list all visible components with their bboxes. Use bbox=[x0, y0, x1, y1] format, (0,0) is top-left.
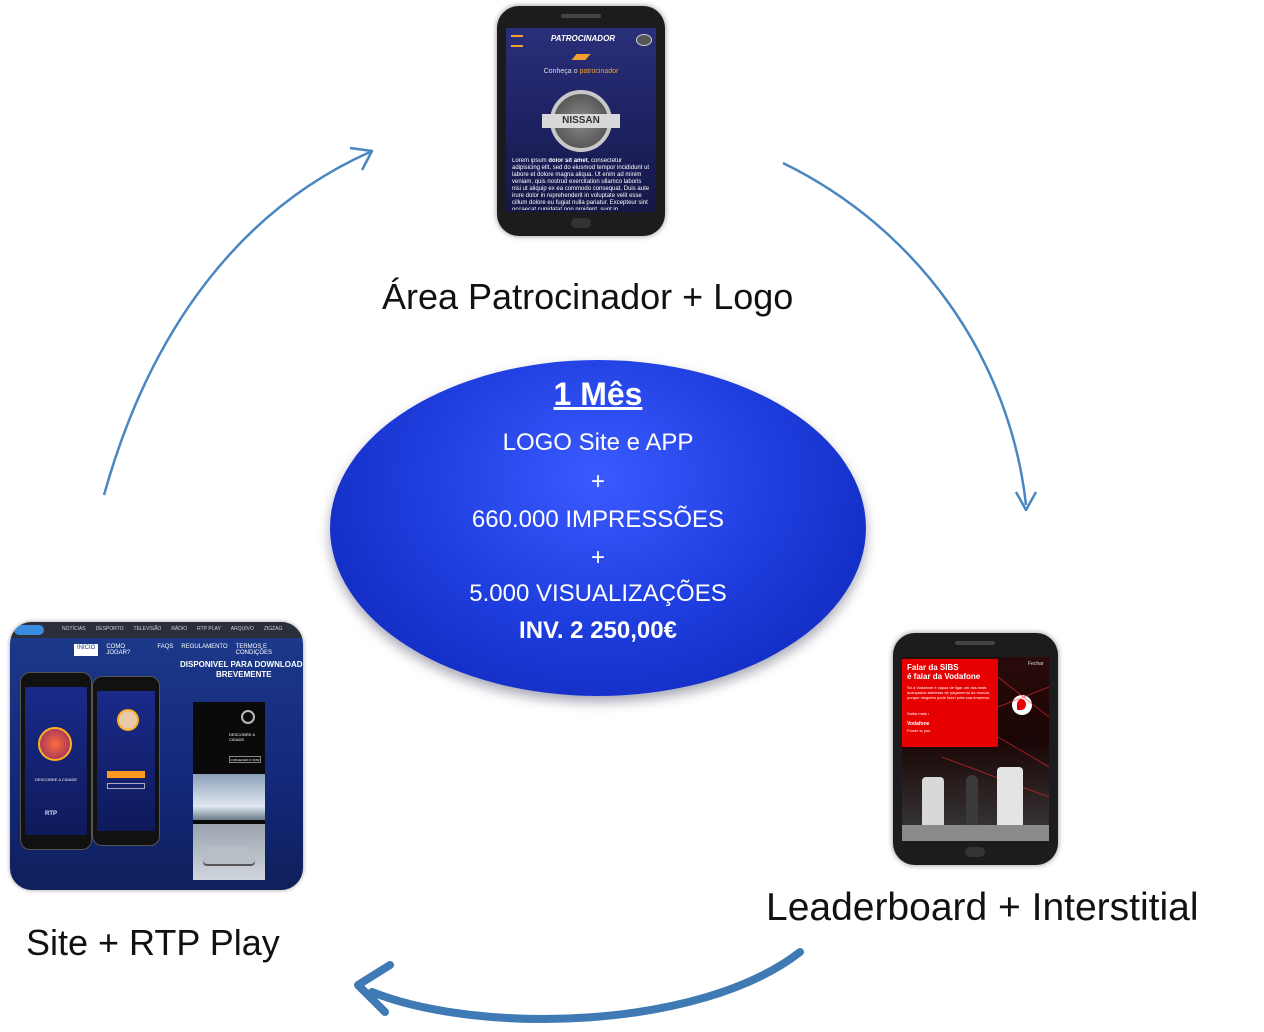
car-shape bbox=[203, 846, 255, 864]
nav-item[interactable]: TELEVISÃO bbox=[133, 626, 162, 632]
sponsor-subtitle: Conheça o patrocinador bbox=[543, 68, 619, 75]
ad-button[interactable]: CONHECER O XC60 bbox=[229, 756, 261, 763]
site-screenshot-card: NOTÍCIAS DESPORTO TELEVISÃO RÁDIO RTP PL… bbox=[10, 622, 303, 890]
interstitial-screen: Fechar Falar da SIBS é falar da Vodafone… bbox=[902, 657, 1049, 841]
sponsor-header: PATROCINADOR bbox=[550, 34, 616, 43]
terminal-1 bbox=[922, 777, 944, 829]
interstitial-body: Só a Vodafone é capaz de ligar um dos ma… bbox=[907, 685, 990, 700]
floor bbox=[902, 825, 1049, 841]
site-menu: INÍCIO COMO JOGAR? FAQS REGULAMENTO TERM… bbox=[74, 644, 303, 656]
arrow-left-to-top bbox=[102, 150, 371, 496]
package-line-3: 660.000 IMPRESSÕES bbox=[471, 506, 725, 533]
nissan-logo-bar: NISSAN bbox=[542, 114, 620, 128]
game-logo-icon bbox=[38, 727, 72, 761]
nav-item[interactable]: NOTÍCIAS bbox=[62, 626, 86, 632]
header-logo-icon bbox=[636, 34, 652, 46]
caption-sponsor-area: Área Patrocinador + Logo bbox=[382, 276, 794, 317]
lightning-icon bbox=[571, 54, 591, 60]
home-button bbox=[571, 218, 591, 228]
headline-2: é falar da Vodafone bbox=[907, 672, 981, 681]
phone-speaker bbox=[561, 14, 601, 18]
sponsor-body: Lorem ipsum dolor sit amet, consectetur … bbox=[512, 158, 650, 210]
sponsor-screen: PATROCINADOR Conheça o patrocinador NISS… bbox=[506, 28, 656, 212]
package-line-5: 5.000 VISUALIZAÇÕES bbox=[469, 580, 727, 607]
network-lines bbox=[941, 676, 1049, 798]
arrowhead-top-to-right bbox=[1014, 491, 1038, 512]
volvo-logo-icon bbox=[241, 710, 255, 724]
mini-phone-back: DESCOBRE A CIDADE RTP bbox=[20, 672, 92, 850]
nav-item[interactable]: ZIGZAG bbox=[263, 626, 283, 632]
caption-leaderboard: Leaderboard + Interstitial bbox=[766, 886, 1199, 929]
orange-button[interactable] bbox=[107, 771, 145, 778]
menu-item[interactable]: TERMOS E CONDIÇÕES bbox=[235, 644, 272, 656]
vodafone-panel: Falar da SIBS é falar da Vodafone Só a V… bbox=[902, 659, 998, 747]
ad-title: DESCOBRE A CIDADE bbox=[229, 732, 255, 742]
terminal-2 bbox=[997, 767, 1023, 829]
phone-speaker bbox=[955, 641, 995, 645]
nav-item[interactable]: ARQUIVO bbox=[230, 626, 254, 632]
headline-1: Falar da SIBS bbox=[907, 663, 959, 672]
package-line-4: + bbox=[590, 544, 605, 571]
menu-item[interactable]: COMO JOGAR? bbox=[106, 644, 131, 656]
avatar bbox=[117, 709, 139, 731]
caption-site-rtp-play: Site + RTP Play bbox=[26, 922, 280, 963]
sponsor-phone: PATROCINADOR Conheça o patrocinador NISS… bbox=[497, 6, 665, 236]
outline-button[interactable] bbox=[107, 783, 145, 789]
menu-item[interactable]: REGULAMENTO bbox=[181, 644, 228, 650]
package-line-2: + bbox=[590, 468, 605, 495]
package-line-1: LOGO Site e APP bbox=[502, 429, 694, 456]
mini-phone-front bbox=[92, 676, 160, 846]
mini-phone-text: DESCOBRE A CIDADE bbox=[34, 777, 77, 782]
vodafone-brand: Vodafone bbox=[907, 721, 930, 727]
site-nav-bar: NOTÍCIAS DESPORTO TELEVISÃO RÁDIO RTP PL… bbox=[10, 622, 303, 638]
nav-item[interactable]: RÁDIO bbox=[171, 626, 188, 632]
package-summary-ellipse: 1 Mês LOGO Site e APP + 660.000 IMPRESSÕ… bbox=[330, 360, 866, 696]
arrow-top-to-right bbox=[782, 161, 1028, 506]
ad-image-snow bbox=[193, 774, 265, 820]
vodafone-tagline: Power to you bbox=[907, 728, 931, 733]
home-button bbox=[965, 847, 985, 857]
package-investment: INV. 2 250,00€ bbox=[519, 617, 677, 644]
menu-item-home[interactable]: INÍCIO bbox=[74, 644, 99, 656]
cta-link[interactable]: Saiba mais › bbox=[907, 711, 930, 716]
rtp-nav-logo bbox=[14, 625, 44, 635]
arrow-right-to-left bbox=[368, 948, 804, 1023]
nav-item[interactable]: DESPORTO bbox=[95, 626, 124, 632]
download-headline-1: DISPONIVEL PARA DOWNLOAD bbox=[180, 660, 303, 669]
nav-item[interactable]: RTP PLAY bbox=[197, 626, 221, 632]
interstitial-phone: Fechar Falar da SIBS é falar da Vodafone… bbox=[893, 633, 1058, 865]
arrowhead-left-to-top bbox=[349, 146, 374, 171]
package-title: 1 Mês bbox=[553, 376, 643, 412]
ad-image-car bbox=[193, 824, 265, 880]
menu-icon[interactable] bbox=[511, 35, 523, 47]
rtp-brand: RTP bbox=[45, 811, 57, 817]
person-figure bbox=[966, 775, 978, 831]
download-headline-2: BREVEMENTE bbox=[216, 670, 272, 679]
volvo-ad: DESCOBRE A CIDADE CONHECER O XC60 bbox=[193, 702, 265, 880]
mini-phone-front-screen bbox=[97, 691, 155, 831]
mini-phone-screen: DESCOBRE A CIDADE RTP bbox=[25, 687, 87, 835]
arrowhead-right-to-left bbox=[354, 961, 394, 1016]
close-label[interactable]: Fechar bbox=[1028, 661, 1044, 667]
menu-item[interactable]: FAQS bbox=[157, 644, 174, 650]
site-nav-items: NOTÍCIAS DESPORTO TELEVISÃO RÁDIO RTP PL… bbox=[62, 626, 282, 632]
